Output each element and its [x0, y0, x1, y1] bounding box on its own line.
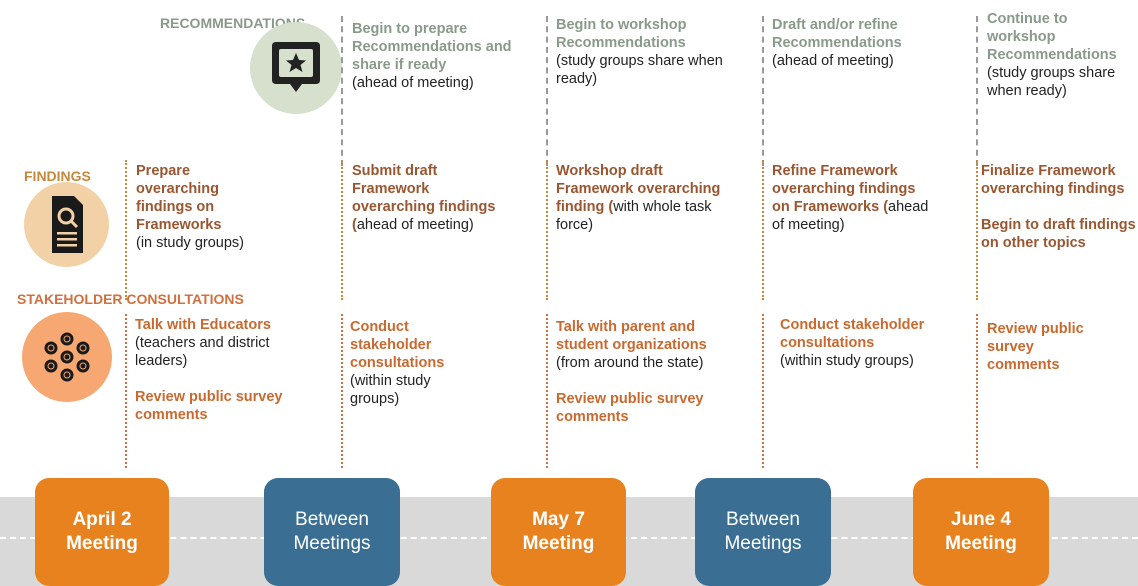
rec-col4-bold: Draft and/or refine Recommendations — [772, 17, 902, 51]
timeline-between-2: Between Meetings — [695, 478, 831, 586]
people-network-icon — [44, 332, 90, 382]
timeline-june-meeting: June 4 Meeting — [913, 478, 1049, 586]
rec-divider-5 — [976, 16, 978, 166]
stakeholder-circle — [22, 312, 112, 402]
rec-divider-3 — [546, 16, 548, 166]
findings-divider-4 — [762, 160, 764, 300]
stakeholder-col1-bold: Talk with Educators — [135, 317, 271, 333]
stakeholder-divider-3 — [546, 314, 548, 468]
findings-text-col4: Refine Framework overarching findings on… — [772, 162, 937, 234]
stakeholder-col4-normal: (within study groups) — [780, 353, 914, 369]
stakeholder-col3-bold: Talk with parent and student organizatio… — [556, 319, 707, 353]
stakeholder-col3-normal: (from around the state) — [556, 355, 704, 371]
stakeholder-divider-1 — [125, 314, 127, 468]
findings-col4-normal: ahead of meeting) — [772, 199, 929, 233]
rec-text-col2: Begin to prepare Recommendations and sha… — [352, 20, 512, 92]
findings-col5-line1: Finalize Framework overarching findings — [981, 163, 1125, 197]
findings-col3-paren: ( — [608, 199, 614, 215]
findings-text-col3: Workshop draft Framework overarching fin… — [556, 162, 721, 234]
timeline-june-line1: June 4 — [950, 509, 1012, 530]
rec-col5-bold: Continue to workshop Recommendations — [987, 11, 1117, 63]
magnifier-document-icon — [52, 196, 83, 253]
rec-text-col4: Draft and/or refine Recommendations (ahe… — [772, 16, 942, 70]
stakeholder-col2-normal: (within study groups) — [350, 373, 431, 407]
timeline-may-line1: May 7 — [532, 509, 585, 530]
stakeholder-col3-extra: Review public survey comments — [556, 391, 704, 425]
findings-divider-3 — [546, 160, 548, 300]
findings-col2-bold: Submit draft Framework overarching findi… — [352, 163, 496, 215]
stakeholder-col4-bold: Conduct stakeholder consultations — [780, 317, 925, 351]
timeline-between2-line2: Meetings — [724, 533, 802, 554]
findings-label: FINDINGS — [24, 168, 91, 184]
findings-circle — [24, 182, 109, 267]
findings-col2-normal: ahead of meeting) — [356, 217, 474, 233]
stakeholder-label: STAKEHOLDER CONSULTATIONS — [17, 291, 244, 307]
stakeholder-divider-2 — [341, 314, 343, 468]
rec-col5-normal: (study groups share when ready) — [987, 65, 1116, 99]
findings-divider-2 — [341, 160, 343, 300]
timeline-april-line2: Meeting — [66, 533, 138, 554]
rec-text-col5: Continue to workshop Recommendations (st… — [987, 10, 1137, 100]
recommendations-circle — [250, 22, 342, 114]
findings-col5-line2: Begin to draft findings on other topics — [981, 217, 1136, 251]
findings-col1-normal: (in study groups) — [136, 235, 244, 251]
findings-divider-5 — [976, 160, 978, 300]
stakeholder-text-col3: Talk with parent and student organizatio… — [556, 318, 731, 426]
findings-col4-paren: ( — [883, 199, 889, 215]
stakeholder-col1-extra: Review public survey comments — [135, 389, 283, 423]
rec-divider-4 — [762, 16, 764, 166]
rec-text-col3: Begin to workshop Recommendations (study… — [556, 16, 726, 88]
rec-col4-normal: (ahead of meeting) — [772, 53, 894, 69]
stakeholder-text-col1: Talk with Educators (teachers and distri… — [135, 316, 295, 424]
timeline-april-meeting: April 2 Meeting — [35, 478, 169, 586]
recommendations-label: RECOMMENDATIONS — [160, 15, 306, 31]
rec-col3-normal: (study groups share when ready) — [556, 53, 723, 87]
findings-col4-bold: Refine Framework overarching findings on… — [772, 163, 916, 215]
timeline-between2-line1: Between — [726, 509, 800, 530]
stakeholder-text-col2: Conduct stakeholder consultations (withi… — [350, 318, 470, 408]
findings-divider-1 — [125, 160, 127, 300]
stakeholder-text-col5: Review public survey comments — [987, 320, 1107, 374]
star-speech-bubble-icon — [272, 42, 320, 92]
stakeholder-col1-normal: (teachers and district leaders) — [135, 335, 270, 369]
findings-col1-bold: Prepare overarching findings on Framewor… — [136, 163, 222, 233]
findings-col3-bold: Workshop draft Framework overarching fin… — [556, 163, 721, 215]
findings-col3-normal: with whole task force) — [556, 199, 712, 233]
stakeholder-col5-bold: Review public survey comments — [987, 321, 1084, 373]
findings-text-col2: Submit draft Framework overarching findi… — [352, 162, 502, 234]
stakeholder-divider-5 — [976, 314, 978, 468]
stakeholder-text-col4: Conduct stakeholder consultations (withi… — [780, 316, 950, 370]
timeline-between1-line1: Between — [295, 509, 369, 530]
rec-divider-2 — [341, 16, 343, 166]
findings-col2-paren: ( — [352, 217, 357, 233]
timeline-between1-line2: Meetings — [293, 533, 371, 554]
stakeholder-col2-bold: Conduct stakeholder consultations — [350, 319, 445, 371]
timeline-april-line1: April 2 — [72, 509, 132, 530]
findings-text-col5: Finalize Framework overarching findings … — [981, 162, 1138, 252]
rec-col2-normal: (ahead of meeting) — [352, 75, 474, 91]
rec-col2-bold: Begin to prepare Recommendations and sha… — [352, 21, 512, 73]
stakeholder-divider-4 — [762, 314, 764, 468]
findings-text-col1: Prepare overarching findings on Framewor… — [136, 162, 266, 252]
rec-col3-bold: Begin to workshop Recommendations — [556, 17, 687, 51]
timeline-june-line2: Meeting — [945, 533, 1017, 554]
timeline-may-meeting: May 7 Meeting — [491, 478, 626, 586]
timeline-may-line2: Meeting — [522, 533, 595, 554]
timeline-between-1: Between Meetings — [264, 478, 400, 586]
